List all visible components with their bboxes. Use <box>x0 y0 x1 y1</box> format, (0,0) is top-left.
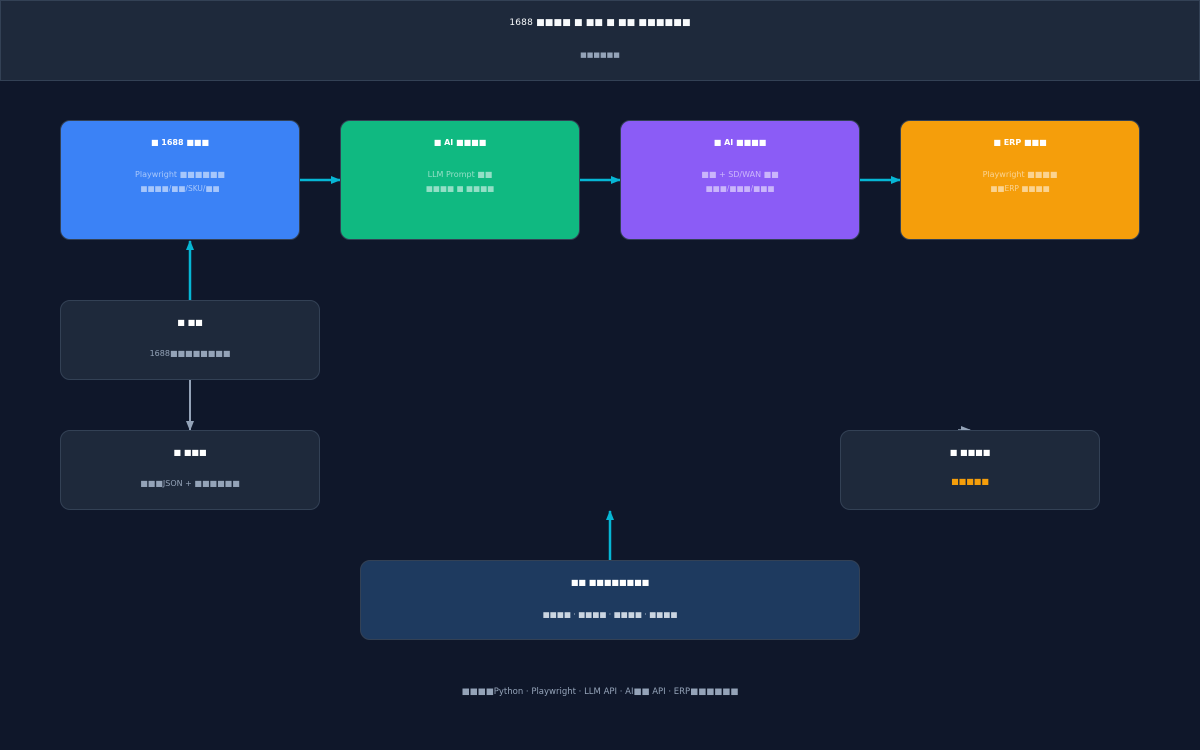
node-detail: 1688■■■■■■■■ <box>149 349 231 358</box>
node-1688-scraper: ■ 1688 ■■■ Playwright ■■■■■■ ■■■■/■■/SKU… <box>60 120 300 240</box>
node-ai-text: ■ AI ■■■■ LLM Prompt ■■ ■■■■ ■ ■■■■ <box>340 120 580 240</box>
node-detail: ■■■JSON + ■■■■■■ <box>140 479 240 488</box>
node-storage: ■ ■■■ ■■■JSON + ■■■■■■ <box>60 430 320 510</box>
node-title: ■ ■■■■ <box>949 448 991 457</box>
node-title: ■ ■■ <box>177 318 203 327</box>
node-scheduler: ■■ ■■■■■■■■ ■■■■ · ■■■■ · ■■■■ · ■■■■ <box>360 560 860 640</box>
node-detail: LLM Prompt ■■ <box>427 170 493 179</box>
page-subtitle: ■■■■■■ <box>580 51 620 59</box>
node-erp-upload: ■ ERP ■■■ Playwright ■■■■ ■■ERP ■■■■ <box>900 120 1140 240</box>
node-title: ■ ERP ■■■ <box>993 138 1047 147</box>
node-detail: Playwright ■■■■■■ <box>135 170 225 179</box>
tech-stack-footer: ■■■■Python · Playwright · LLM API · AI■■… <box>461 687 739 697</box>
node-detail: ■■■■ · ■■■■ · ■■■■ · ■■■■ <box>542 610 678 619</box>
node-detail: ■■ERP ■■■■ <box>990 184 1050 193</box>
node-input: ■ ■■ 1688■■■■■■■■ <box>60 300 320 380</box>
page-title: 1688 ■■■■ ■ ■■ ■ ■■ ■■■■■■ <box>509 18 691 28</box>
node-title: ■ AI ■■■■ <box>433 138 487 147</box>
node-detail: ■■ + SD/WAN ■■ <box>701 170 779 179</box>
node-detail: ■■■/■■■/■■■ <box>705 184 775 193</box>
node-detail: ■■■■ ■ ■■■■ <box>425 184 495 193</box>
node-review: ■ ■■■■ ■■■■■ <box>840 430 1100 510</box>
node-status: ■■■■■ <box>951 477 989 486</box>
node-title: ■ 1688 ■■■ <box>150 138 210 147</box>
header-banner: 1688 ■■■■ ■ ■■ ■ ■■ ■■■■■■ ■■■■■■ <box>0 0 1200 81</box>
node-title: ■ AI ■■■■ <box>713 138 767 147</box>
node-ai-image: ■ AI ■■■■ ■■ + SD/WAN ■■ ■■■/■■■/■■■ <box>620 120 860 240</box>
node-title: ■ ■■■ <box>173 448 207 457</box>
node-detail: Playwright ■■■■ <box>982 170 1058 179</box>
node-title: ■■ ■■■■■■■■ <box>570 578 650 587</box>
node-detail: ■■■■/■■/SKU/■■ <box>140 184 220 193</box>
